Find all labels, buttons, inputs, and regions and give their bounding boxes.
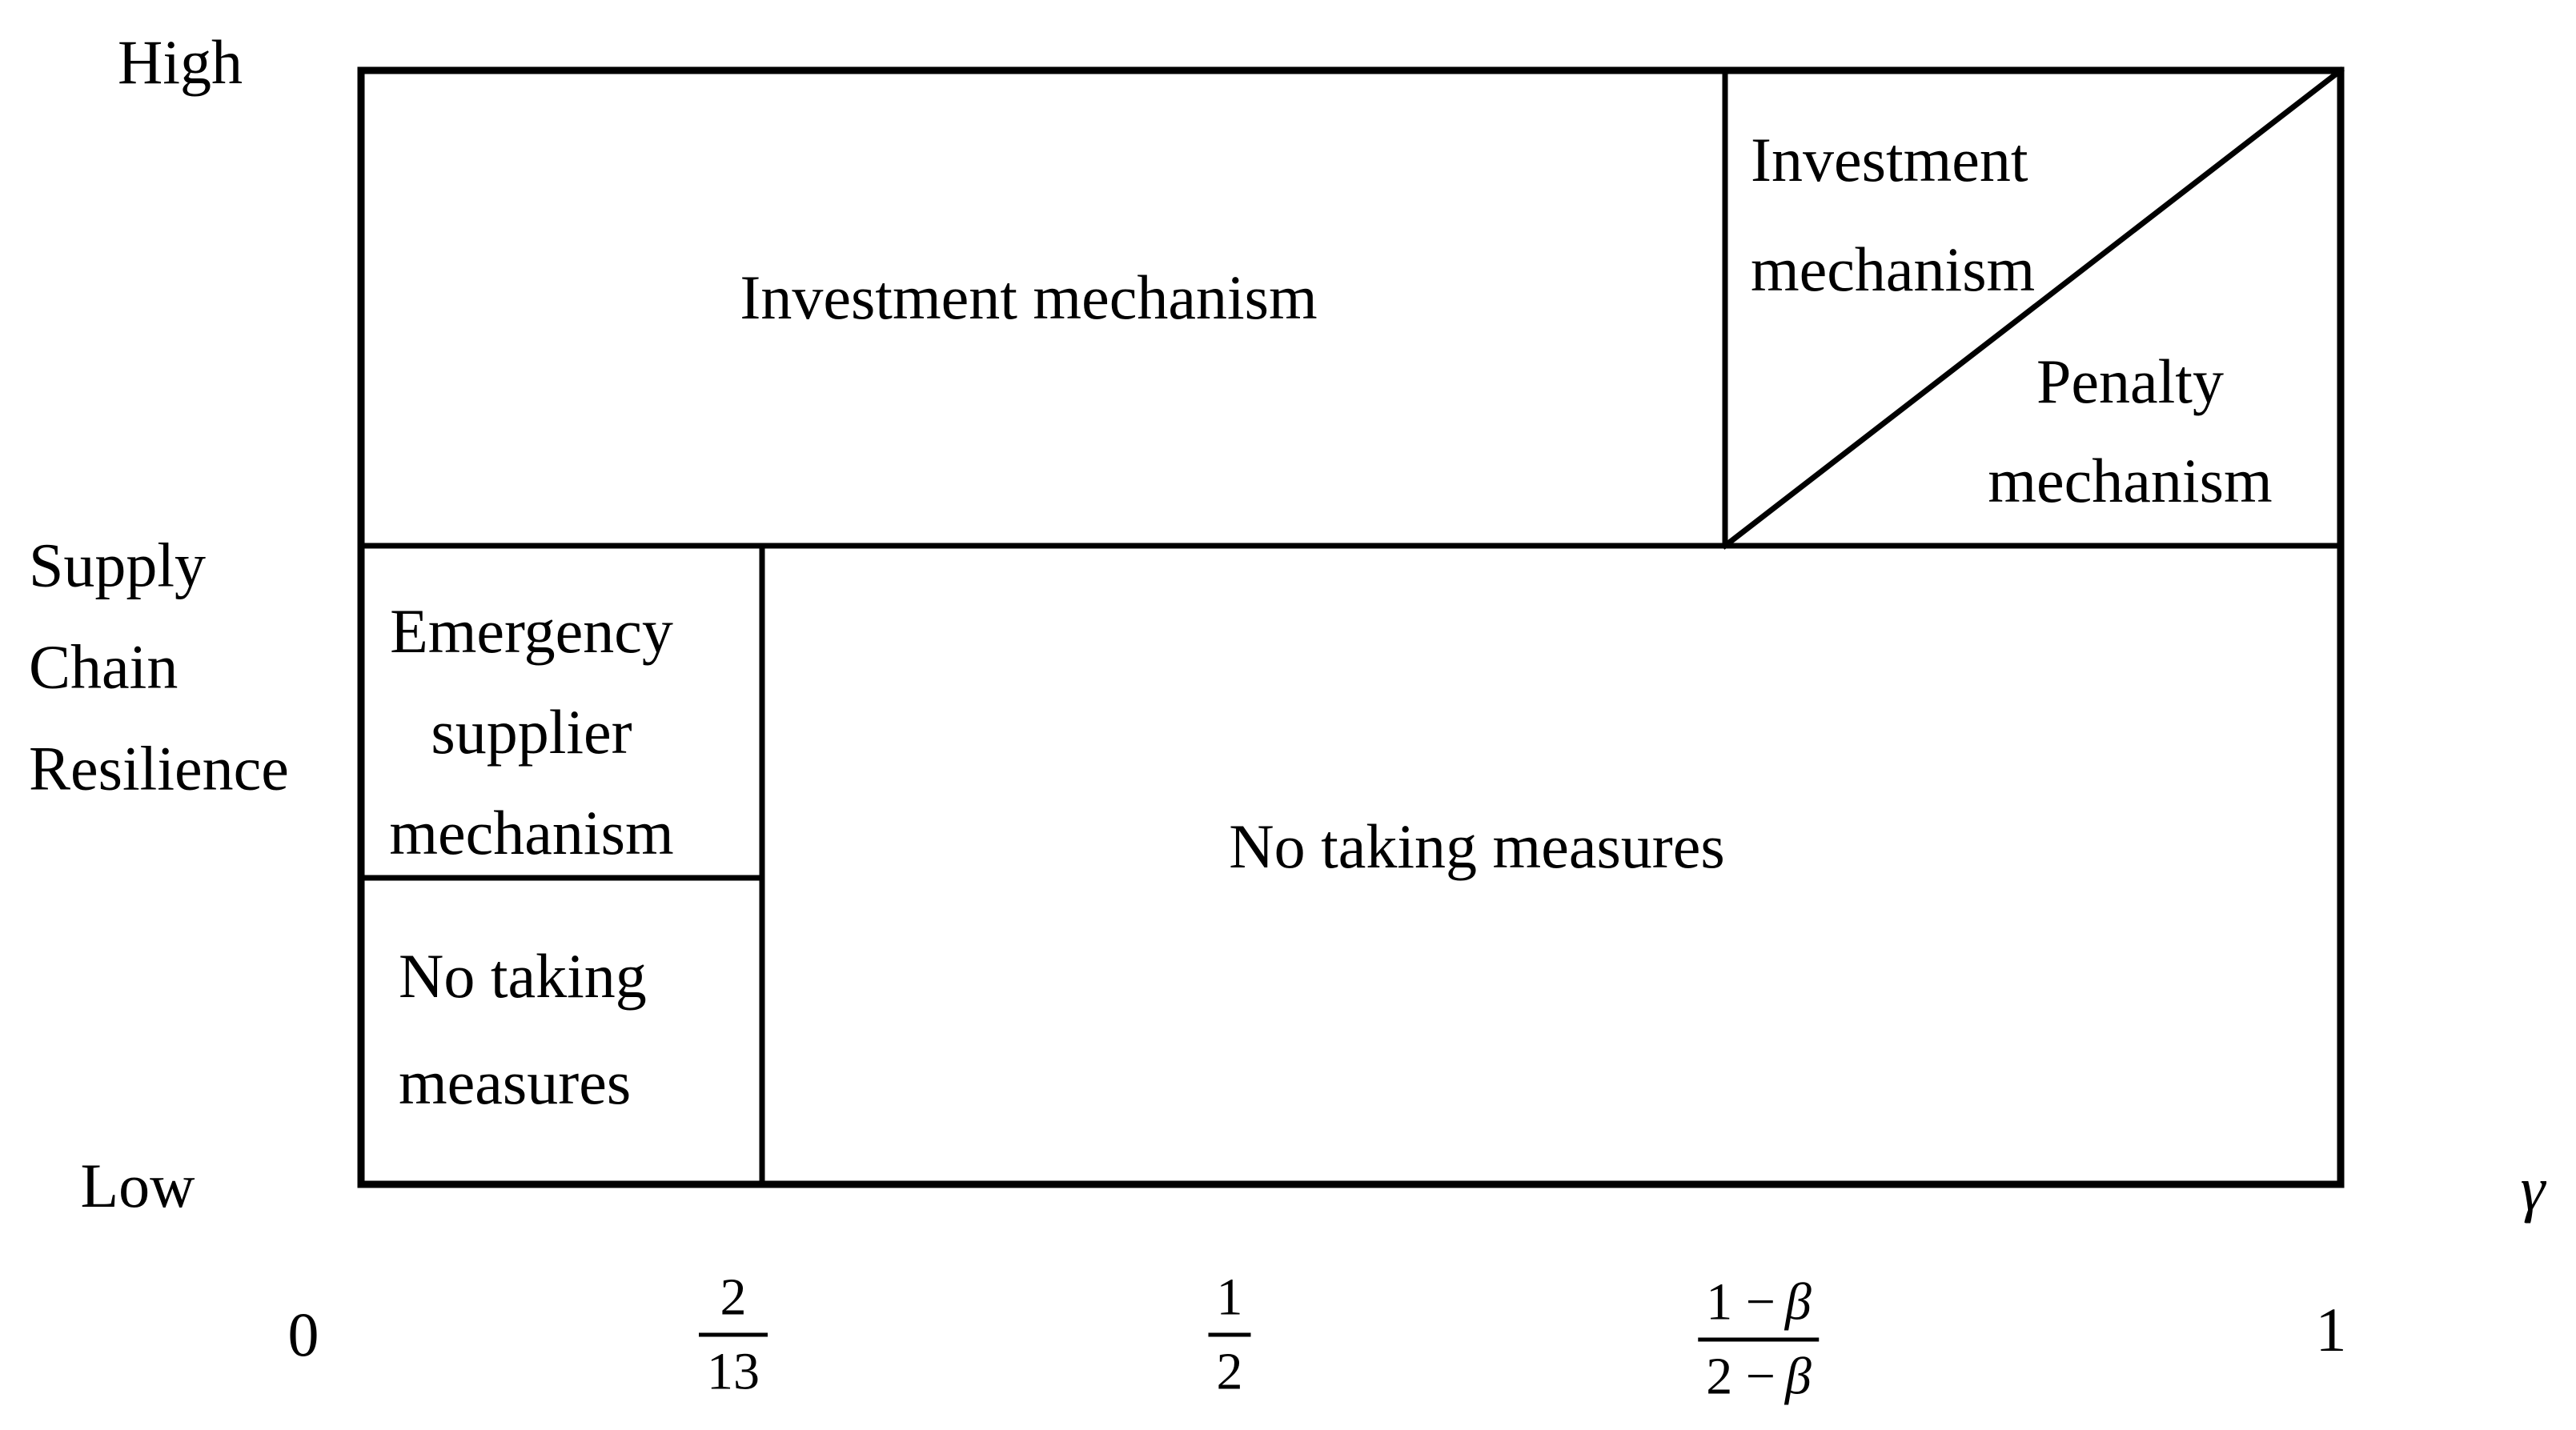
region-no-taking-measures-small: No taking measures	[399, 923, 647, 1136]
beta-symbol: β	[1784, 1272, 1812, 1332]
fraction-bar	[1208, 1332, 1251, 1337]
region-line: No taking	[399, 941, 647, 1011]
tick-one: 1	[2315, 1295, 2347, 1364]
tick-zero: 0	[287, 1300, 319, 1369]
fraction-numerator: 2	[720, 1268, 747, 1327]
beta-symbol: β	[1784, 1347, 1812, 1406]
outer-frame-rect	[357, 66, 2345, 1188]
region-line: Investment	[1751, 125, 2028, 194]
region-no-taking-measures-large: No taking measures	[1229, 811, 1725, 881]
x-axis-gamma-symbol: γ	[2520, 1154, 2546, 1224]
region-line: mechanism	[1751, 234, 2036, 304]
region-line: mechanism	[1988, 446, 2273, 515]
y-axis-high-label: High	[118, 27, 243, 97]
y-axis-low-label: Low	[80, 1151, 195, 1220]
fraction-denominator: 2 −β	[1698, 1342, 1819, 1404]
region-line: Penalty	[2036, 346, 2224, 416]
diagonal-split-line	[1721, 66, 2345, 550]
tick-one-half: 1 2	[1208, 1268, 1251, 1401]
y-axis-title: Supply Chain Resilience	[29, 515, 289, 819]
region-emergency-supplier-mechanism: Emergency supplier mechanism	[389, 581, 673, 883]
fraction-numerator: 1 −β	[1698, 1276, 1819, 1338]
region-line: Emergency	[390, 596, 673, 666]
region-investment-mechanism-corner: Investment mechanism	[1751, 105, 2035, 324]
fraction-numerator-prefix: 1 −	[1706, 1272, 1776, 1332]
region-penalty-mechanism: Penalty mechanism	[1988, 332, 2272, 531]
tick-beta-fraction: 1 −β 2 −β	[1698, 1276, 1820, 1404]
region-line: measures	[399, 1047, 632, 1117]
y-axis-title-line-1: Supply	[29, 530, 207, 600]
region-line: supplier	[431, 697, 632, 767]
region-line: mechanism	[389, 798, 674, 867]
tick-two-thirteenths: 2 13	[699, 1268, 768, 1401]
region-investment-mechanism-main: Investment mechanism	[740, 262, 1318, 332]
y-axis-title-line-3: Resilience	[29, 733, 289, 803]
fraction-bar	[1698, 1337, 1820, 1342]
y-axis-title-line-2: Chain	[29, 631, 179, 702]
fraction-numerator: 1	[1216, 1268, 1243, 1327]
fraction-denominator: 2	[1216, 1342, 1243, 1401]
fraction-bar	[699, 1332, 768, 1337]
fraction-denominator-prefix: 2 −	[1706, 1347, 1776, 1406]
fraction-denominator: 13	[707, 1342, 760, 1401]
